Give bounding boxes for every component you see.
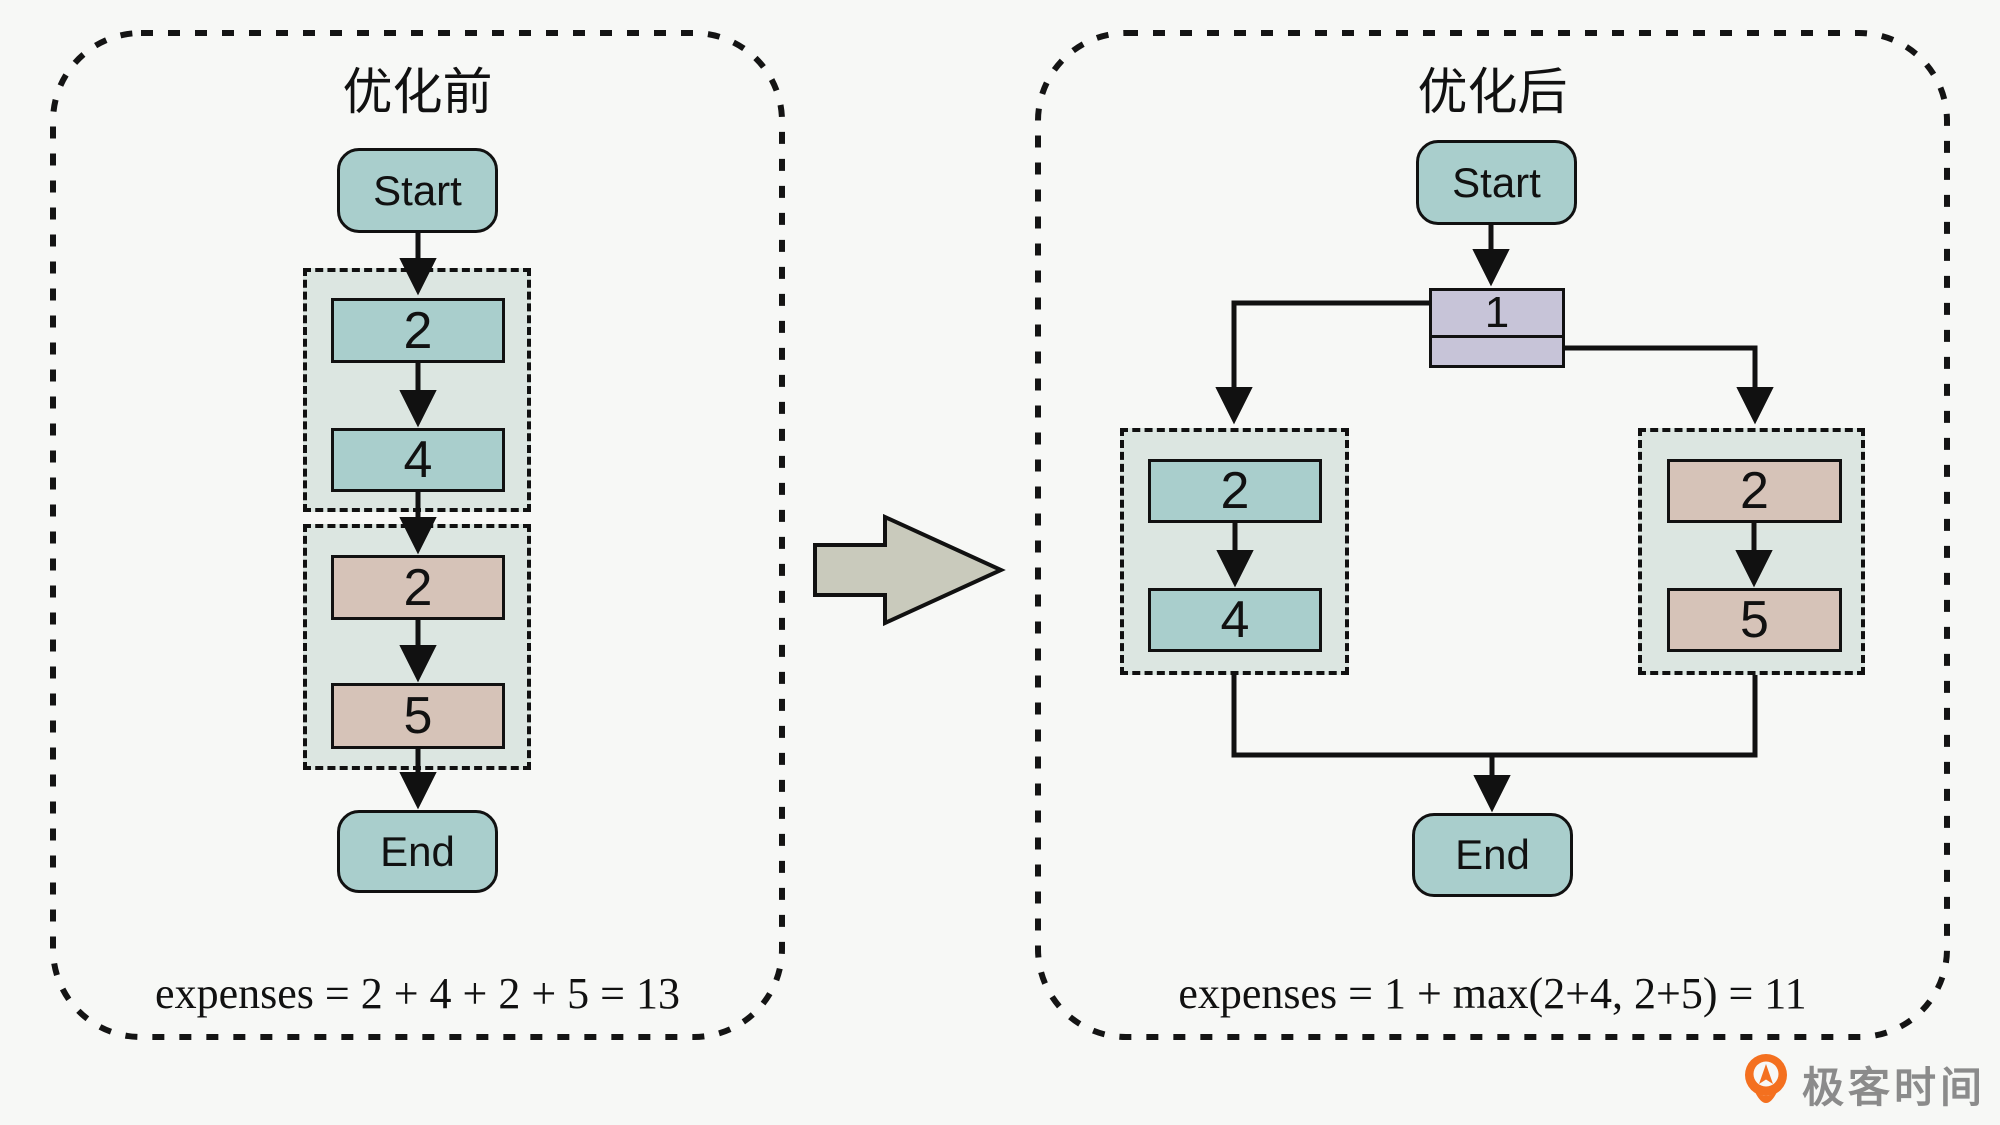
after-title: 优化后 — [1417, 64, 1568, 120]
after-right-task-5: 5 — [1667, 588, 1842, 652]
before-task-2a: 2 — [331, 298, 505, 363]
geektime-watermark: 极客时间 — [1742, 1052, 1986, 1116]
after-root-empty-row — [1432, 335, 1562, 365]
after-right-task-2: 2 — [1667, 459, 1842, 523]
arrow-root-to-left-group — [1215, 300, 1429, 425]
after-end-node: End — [1412, 813, 1573, 897]
merge-line — [1231, 675, 1758, 758]
after-start-node: Start — [1416, 140, 1577, 225]
before-panel: 优化前 Start 2 4 2 5 End expenses = 2 + 4 +… — [50, 30, 785, 1040]
before-task-4: 4 — [331, 428, 505, 492]
geektime-logo-icon — [1745, 1054, 1787, 1103]
after-left-task-4: 4 — [1148, 588, 1322, 652]
before-start-node: Start — [337, 148, 498, 233]
before-end-node: End — [337, 810, 498, 893]
before-task-2b: 2 — [331, 555, 505, 620]
after-left-task-2: 2 — [1148, 459, 1322, 523]
after-root-label: 1 — [1484, 288, 1510, 337]
before-expenses-formula: expenses = 2 + 4 + 2 + 5 = 13 — [155, 969, 680, 1018]
after-panel: 优化后 Start 1 2 4 2 5 End expenses = 1 + m… — [1035, 30, 1950, 1040]
before-title: 优化前 — [342, 64, 493, 120]
after-root-node: 1 — [1429, 288, 1565, 368]
before-task-5: 5 — [331, 683, 505, 749]
arrow-root-to-right-group — [1565, 345, 1774, 425]
geektime-logo-text: 极客时间 — [1802, 1063, 1987, 1111]
transform-arrow-icon — [813, 514, 1006, 627]
after-expenses-formula: expenses = 1 + max(2+4, 2+5) = 11 — [1178, 969, 1807, 1018]
